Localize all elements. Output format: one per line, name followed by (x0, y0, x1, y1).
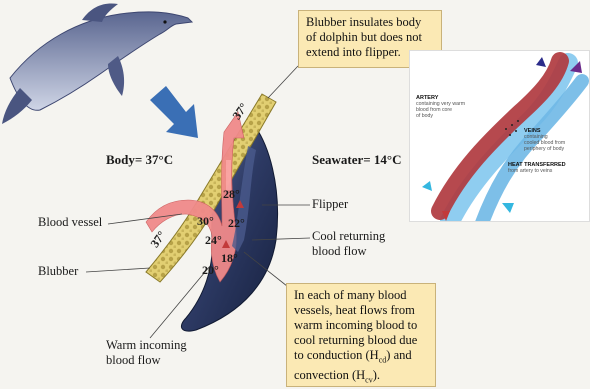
inset-artery-desc-3: of body (416, 113, 433, 119)
blubber-label: Blubber (38, 264, 78, 279)
callout-bottom-line3: warm incoming blood to (294, 318, 428, 333)
warm-incoming-line1: Warm incoming (106, 338, 187, 353)
callout-bottom-line5: to conduction (Hcd) and (294, 348, 428, 368)
cool-returning-line2: blood flow (312, 244, 385, 259)
cool-returning-line1: Cool returning (312, 229, 385, 244)
inset-heat-desc: from artery to veins (508, 168, 552, 174)
warm-incoming-label: Warm incoming blood flow (106, 338, 187, 368)
temp-18: 18° (221, 251, 238, 266)
inset-vessels (410, 51, 590, 222)
temp-22: 22° (228, 216, 245, 231)
body-temp-label: Body= 37°C (106, 152, 173, 168)
cool-returning-label: Cool returning blood flow (312, 229, 385, 259)
callout-bottom-line2: vessels, heat flows from (294, 303, 428, 318)
temp-28: 28° (223, 187, 240, 202)
flipper-label: Flipper (312, 197, 348, 212)
warm-incoming-line2: blood flow (106, 353, 187, 368)
callout-bottom-line4: cool returning blood due (294, 333, 428, 348)
callout-bottom-line6: convection (Hcv). (294, 368, 428, 388)
callout-top-line1: Blubber insulates body (306, 15, 434, 30)
callout-top-line2: of dolphin but does not (306, 30, 434, 45)
blood-vessel-label: Blood vessel (38, 215, 102, 230)
seawater-temp-label: Seawater= 14°C (312, 152, 402, 168)
temp-30: 30° (197, 214, 214, 229)
callout-heat-flow: In each of many blood vessels, heat flow… (286, 283, 436, 387)
countercurrent-inset: ARTERY containing very warm blood from c… (409, 50, 590, 222)
temp-20: 20° (202, 263, 219, 278)
inset-veins-desc-3: periphery of body (524, 146, 564, 152)
callout-bottom-line1: In each of many blood (294, 288, 428, 303)
temp-24: 24° (205, 233, 222, 248)
zoom-arrow (150, 86, 198, 138)
